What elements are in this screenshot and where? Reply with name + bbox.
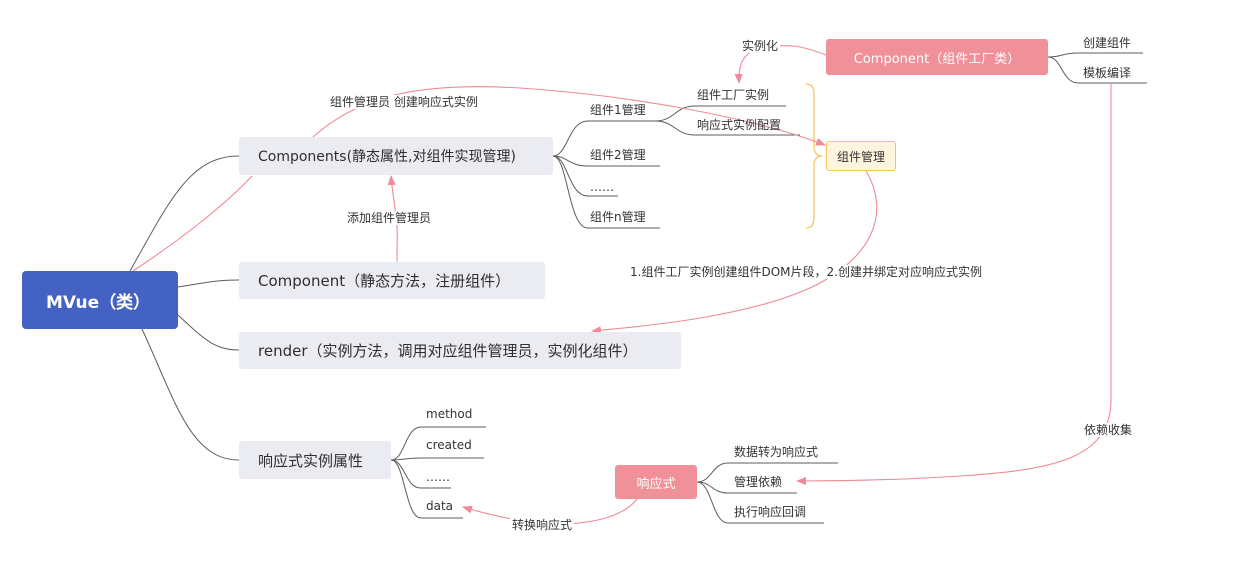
relation-label-instantiate: 实例化 xyxy=(740,39,781,53)
root-label: MVue（类） xyxy=(46,292,151,313)
component-manage-node[interactable]: 组件管理 xyxy=(826,141,896,171)
branch-components-label: Components(静态属性,对组件实现管理) xyxy=(258,149,516,165)
factory-child-item[interactable]: 模板编译 xyxy=(1083,66,1132,80)
manager-item[interactable]: 组件2管理 xyxy=(590,148,646,162)
branch-reactive-props-label: 响应式实例属性 xyxy=(258,451,364,470)
branch-render[interactable]: render（实例方法，调用对应组件管理员，实例化组件） xyxy=(239,332,681,369)
edge-root-reactive-props xyxy=(141,328,240,461)
root-node[interactable]: MVue（类） xyxy=(22,271,178,329)
summary-brace xyxy=(805,83,823,229)
reactive-child-item[interactable]: 数据转为响应式 xyxy=(734,445,819,459)
edge-components-manager-1 xyxy=(552,120,655,157)
component-manage-label: 组件管理 xyxy=(836,149,885,164)
branch-reactive-props[interactable]: 响应式实例属性 xyxy=(239,441,391,479)
component-factory-node[interactable]: Component（组件工厂类） xyxy=(826,39,1048,75)
edge-components-manager-2 xyxy=(552,155,660,167)
edge-manager1-factory-instance xyxy=(654,105,786,122)
branch-component[interactable]: Component（静态方法，注册组件） xyxy=(239,262,545,299)
reactive-prop-item[interactable]: created xyxy=(426,438,472,452)
relation-label-convert-reactive: 转换响应式 xyxy=(510,518,575,532)
relation-label-add-manager: 添加组件管理员 xyxy=(345,211,434,225)
edge-factory-create xyxy=(1047,52,1143,58)
branch-components[interactable]: Components(静态属性,对组件实现管理) xyxy=(239,137,553,175)
factory-child-item[interactable]: 创建组件 xyxy=(1083,36,1132,50)
relation-root-to-manage xyxy=(132,175,253,272)
branch-component-label: Component（静态方法，注册组件） xyxy=(258,272,511,290)
edge-components-manager-4 xyxy=(552,155,660,229)
edge-reactive-convert xyxy=(696,462,838,483)
edge-reactive-deps xyxy=(696,481,797,494)
reactive-prop-item[interactable]: …… xyxy=(426,470,450,484)
edge-props-created xyxy=(390,457,484,461)
reactive-node[interactable]: 响应式 xyxy=(615,465,697,499)
edge-props-method xyxy=(390,426,486,461)
edge-root-components xyxy=(129,155,240,272)
edge-factory-compile xyxy=(1047,56,1147,84)
reactive-child-item[interactable]: 管理依赖 xyxy=(734,475,783,489)
reactive-prop-item[interactable]: method xyxy=(426,407,473,421)
manager-detail-item[interactable]: 响应式实例配置 xyxy=(697,118,782,132)
reactive-child-item[interactable]: 执行响应回调 xyxy=(734,505,807,519)
edge-manager1-reactive-config xyxy=(654,120,800,136)
relation-label-manager-creates-reactive: 组件管理员 创建响应式实例 xyxy=(328,95,480,109)
relation-label-dependency-collection: 依赖收集 xyxy=(1082,423,1135,437)
edge-props-ellipsis xyxy=(390,459,451,489)
edge-props-data xyxy=(390,459,463,519)
manager-item[interactable]: …… xyxy=(590,180,614,194)
reactive-label: 响应式 xyxy=(636,476,676,492)
manager-detail-item[interactable]: 组件工厂实例 xyxy=(697,88,770,102)
relation-render-steps xyxy=(591,170,878,335)
edge-root-render xyxy=(177,314,240,351)
manager-item[interactable]: 组件1管理 xyxy=(590,103,646,117)
component-factory-label: Component（组件工厂类） xyxy=(853,51,1021,67)
relation-label-render-steps: 1.组件工厂实例创建组件DOM片段，2.创建并绑定对应响应式实例 xyxy=(628,265,984,279)
branch-render-label: render（实例方法，调用对应组件管理员，实例化组件） xyxy=(258,342,638,360)
reactive-prop-item[interactable]: data xyxy=(426,499,454,513)
edge-reactive-callback xyxy=(696,481,824,524)
edge-root-component xyxy=(177,279,240,288)
manager-item[interactable]: 组件n管理 xyxy=(590,210,646,224)
edge-components-manager-3 xyxy=(552,155,618,197)
